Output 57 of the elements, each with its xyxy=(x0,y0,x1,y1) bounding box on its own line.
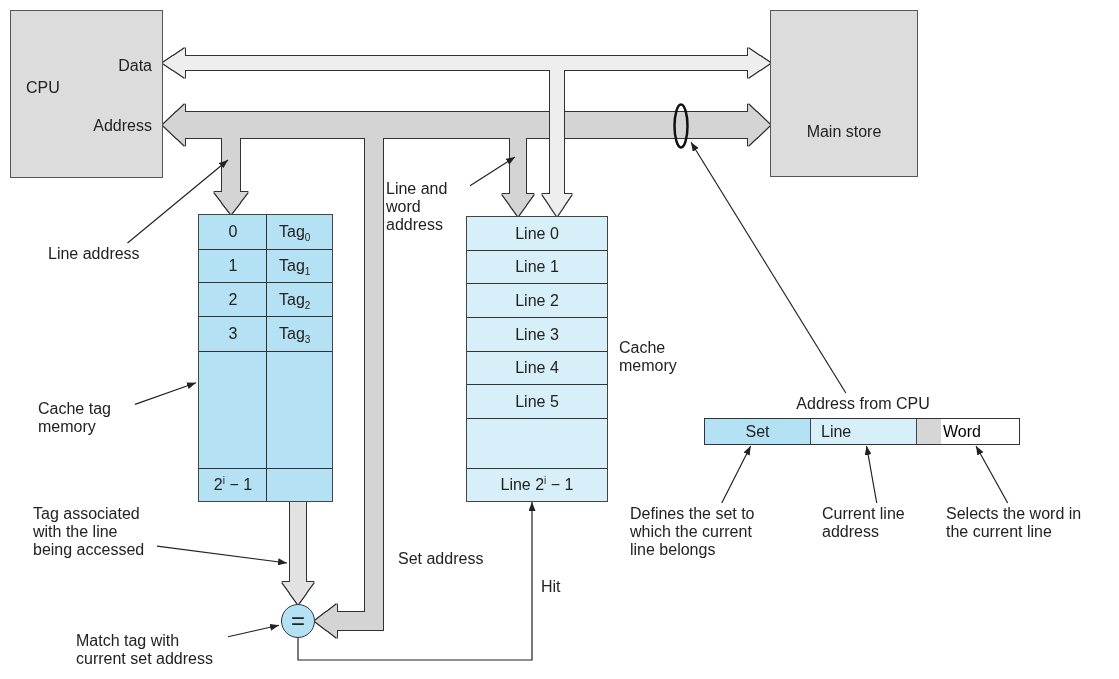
line-label: Line 3 xyxy=(514,325,560,344)
unit-label: CPU xyxy=(26,79,60,97)
equals-sign: = xyxy=(291,609,305,633)
annotation-text: Line address xyxy=(48,245,178,265)
row-index: 3 xyxy=(227,325,239,343)
table-row xyxy=(199,317,332,352)
unit-label: Main store xyxy=(805,123,883,141)
annotation-text: Defines the set to which the current line belongs xyxy=(630,505,776,575)
comparator-circle xyxy=(281,604,315,638)
table-row xyxy=(199,215,332,250)
annotation-text: Current line address xyxy=(822,505,940,549)
annotation-text: Cache tag memory xyxy=(38,400,133,444)
bus-arrow xyxy=(163,104,770,146)
leader-line xyxy=(134,382,197,405)
line-label: Line 4 xyxy=(514,359,560,377)
row-index: 0 xyxy=(227,223,239,241)
node-caption: Cache memory xyxy=(619,339,678,375)
bus-arrow xyxy=(163,48,770,78)
leader-line xyxy=(126,159,229,244)
leader-line xyxy=(690,141,847,394)
row-index: 1 xyxy=(227,257,239,275)
unit-box xyxy=(10,10,163,178)
tag-label: Tag$_{3}$ xyxy=(278,325,312,343)
unit-box xyxy=(770,10,918,177)
leader-line xyxy=(469,156,516,187)
address-field: Set xyxy=(705,419,811,444)
tag-memory-table xyxy=(198,214,333,502)
leader-line xyxy=(975,445,1009,504)
line-label: Line 2$^{i}$ − 1 xyxy=(499,476,575,494)
tag-label: Tag$_{0}$ xyxy=(278,223,312,241)
leader-line xyxy=(227,623,280,638)
line-label: Line 0 xyxy=(514,224,560,243)
leader-line xyxy=(864,445,878,504)
bar-heading: Address from CPU xyxy=(795,395,931,413)
annotation-text: Line and word address xyxy=(386,180,468,246)
annotation-text: Selects the word in the current line xyxy=(946,505,1096,549)
bus-arrow xyxy=(282,502,314,604)
line-label: Line 1 xyxy=(514,258,560,276)
tag-label: Tag$_{1}$ xyxy=(278,257,312,275)
row-index: 2 xyxy=(227,290,239,309)
tag-label: Tag$_{2}$ xyxy=(278,290,312,309)
line-label: Line 5 xyxy=(514,392,560,411)
annotation-text: Match tag with current set address xyxy=(76,632,226,676)
leader-line xyxy=(721,445,752,504)
line-label: Line 2 xyxy=(514,291,560,310)
table-row xyxy=(199,250,332,283)
bus-label: Set address xyxy=(398,550,484,568)
address-field: Line xyxy=(811,419,917,444)
bus-ring-mark xyxy=(673,103,689,149)
unit-label: Data xyxy=(118,57,152,75)
table-row xyxy=(199,352,332,469)
table-row xyxy=(199,283,332,317)
annotation-text: Tag associated with the line being accessed xyxy=(33,505,155,571)
connector-arrow xyxy=(297,501,536,661)
row-index: 2$^{i}$ − 1 xyxy=(212,476,254,494)
leader-line xyxy=(156,545,288,566)
unit-label: Address xyxy=(93,117,152,135)
